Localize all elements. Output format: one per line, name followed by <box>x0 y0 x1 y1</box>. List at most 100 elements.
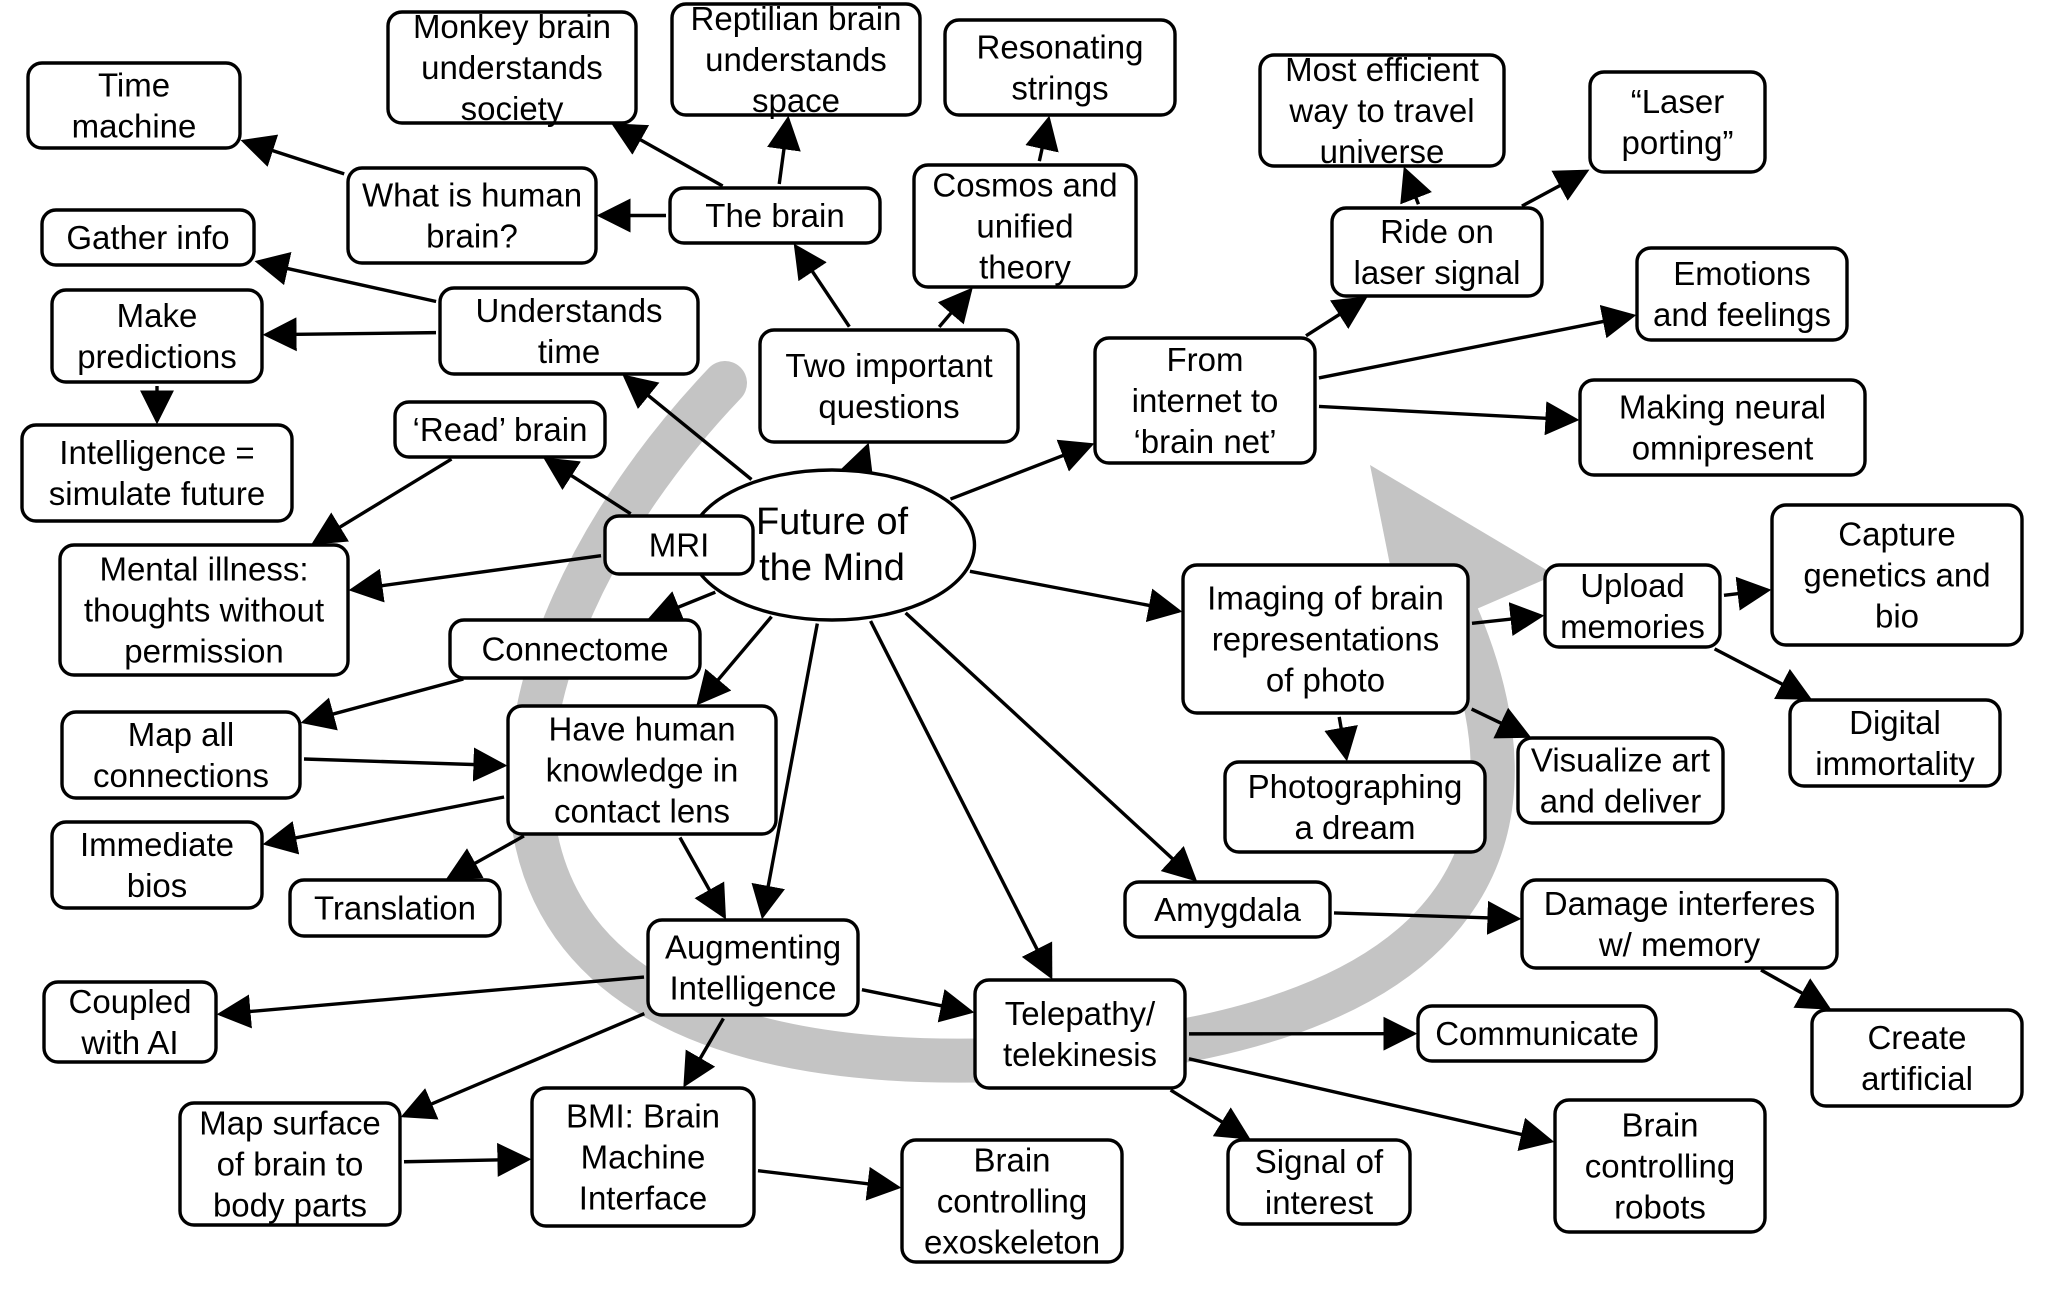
node-label-line: MRI <box>649 527 710 564</box>
arrow-augmenting-to-bmi <box>683 1017 725 1088</box>
node-label: Immediate bios <box>80 826 234 904</box>
arrow-augmenting-to-coupled <box>216 975 645 1029</box>
node-box <box>530 1086 756 1228</box>
node-connectome: Connectome <box>448 618 702 680</box>
node-telepathy: Telepathy/telekinesis <box>973 978 1187 1090</box>
node-label-line: Upload <box>1580 567 1685 604</box>
node-label-line: genetics and <box>1803 557 1990 594</box>
node-label-line: understands <box>705 41 887 78</box>
arrow-telepathy-to-signal <box>1169 1088 1251 1140</box>
node-label-line: From <box>1167 341 1244 378</box>
node-box <box>50 820 264 910</box>
arrow-augmenting-to-map_surface <box>400 1012 645 1120</box>
node-label-line: Reptilian brain <box>691 0 902 37</box>
arrow-have_human-to-augmenting <box>678 836 727 920</box>
node-mri: MRI <box>603 514 755 576</box>
node-label-line: bios <box>127 867 188 904</box>
node-label-line: unified <box>976 208 1073 245</box>
node-box <box>1578 378 1867 477</box>
node-box <box>1223 760 1487 854</box>
arrow-two_q-to-cosmos <box>937 287 973 329</box>
node-label-line: permission <box>124 633 284 670</box>
node-neural: Making neural omnipresent <box>1578 378 1867 477</box>
node-label-line: machine <box>72 108 197 145</box>
node-label-line: predictions <box>77 338 237 375</box>
node-box <box>646 918 860 1017</box>
node-label-line: exoskeleton <box>924 1224 1100 1261</box>
node-the-brain: The brain <box>668 186 882 245</box>
node-label-line: Most efficient <box>1285 51 1479 88</box>
node-label: Intelligence = simulate future <box>49 434 265 512</box>
node-box <box>58 543 350 677</box>
arrow-what_is-to-time_machine <box>240 134 345 176</box>
arrow-have_human-to-translation <box>445 834 525 880</box>
node-label-line: Coupled <box>69 983 192 1020</box>
node-label-line: a dream <box>1294 809 1415 846</box>
node-box <box>1416 1004 1658 1063</box>
arrow-have_human-to-immediate <box>262 795 505 855</box>
node-label-line: strings <box>1011 70 1108 107</box>
node-label-line: time <box>538 333 600 370</box>
node-box <box>1258 53 1506 168</box>
node-label-line: artificial <box>1861 1060 1973 1097</box>
arrow-future-to-two_q <box>841 442 874 481</box>
node-label-line: Intelligence = <box>59 434 254 471</box>
node-label-line: Machine <box>581 1139 706 1176</box>
node-label-line: Translation <box>314 890 476 927</box>
arrow-map_surface-to-bmi <box>403 1142 532 1177</box>
node-label-line: Photographing <box>1248 768 1463 805</box>
arrow-damage-to-create <box>1760 968 1832 1010</box>
arrow-mri-to-mental <box>348 553 602 603</box>
node-label-line: omnipresent <box>1632 430 1814 467</box>
node-label-line: Immediate <box>80 826 234 863</box>
node-label-line: Create <box>1867 1019 1966 1056</box>
node-label: ‘Read’ brain <box>413 411 588 448</box>
node-box <box>1588 70 1767 174</box>
node-label-line: “Laser <box>1631 83 1725 120</box>
node-label-line: What is human <box>362 177 582 214</box>
arrow-imaging-to-visualize <box>1470 707 1532 739</box>
node-label-line: connections <box>93 757 269 794</box>
node-box <box>288 878 502 938</box>
node-label-line: Monkey brain <box>413 8 611 45</box>
node-box <box>1226 1138 1412 1226</box>
node-box <box>346 166 598 265</box>
arrow-the_brain-to-reptilian <box>767 115 801 185</box>
node-label-line: Imaging of brain <box>1207 580 1444 617</box>
node-box <box>1770 503 2024 647</box>
node-label-line: controlling <box>937 1183 1087 1220</box>
node-label: Connectome <box>481 631 668 668</box>
node-box <box>506 704 778 836</box>
node-label-line: simulate future <box>49 475 265 512</box>
arrow-future-to-internet <box>949 439 1095 501</box>
node-label-line: Damage interferes <box>1544 885 1815 922</box>
arrow-imaging-to-upload <box>1471 602 1545 637</box>
node-label-line: Making neural <box>1619 389 1826 426</box>
node-label-line: BMI: Brain <box>566 1098 720 1135</box>
node-label-line: laser signal <box>1354 254 1521 291</box>
node-box <box>26 61 242 150</box>
arrow-internet-to-neural <box>1318 401 1580 436</box>
